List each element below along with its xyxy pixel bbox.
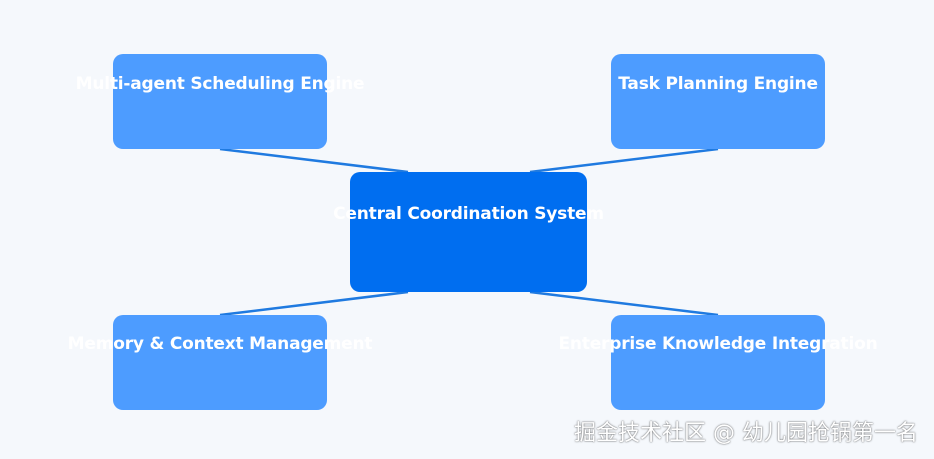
node-task-planning-engine-label: Task Planning Engine [618, 74, 818, 94]
connector-memory [219, 290, 409, 317]
node-enterprise-knowledge-label: Enterprise Knowledge Integration [558, 334, 878, 354]
node-scheduling-engine: Multi-agent Scheduling Engine [76, 54, 365, 149]
node-memory-context: Memory & Context Management [68, 315, 373, 410]
node-memory-context-label: Memory & Context Management [67, 334, 373, 354]
node-enterprise-knowledge: Enterprise Knowledge Integration [559, 315, 878, 410]
node-central-coordination: Central Coordination System [333, 172, 604, 292]
node-task-planning-engine: Task Planning Engine [611, 54, 825, 149]
node-scheduling-engine-label: Multi-agent Scheduling Engine [75, 74, 365, 94]
node-central-coordination-label: Central Coordination System [333, 204, 604, 224]
connector-scheduling [219, 147, 409, 174]
watermark: 掘金技术社区 @ 幼儿园抢锅第一名 [574, 421, 918, 446]
connector-planning [529, 147, 719, 174]
connector-knowledge [529, 290, 719, 317]
